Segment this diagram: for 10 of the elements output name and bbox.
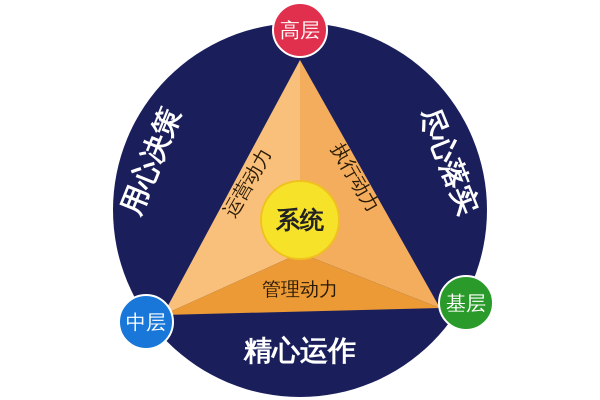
section-label: 管理动力 (262, 280, 338, 300)
ring-label: 精心运作 (244, 337, 356, 365)
center-label: 系统 (276, 208, 324, 232)
section-label: 执行动力 (328, 140, 382, 216)
section-label: 运营动力 (220, 145, 276, 221)
ring-label: 尽心落实 (415, 104, 483, 218)
level-label: 高层 (280, 20, 320, 40)
level-label: 基层 (446, 293, 486, 313)
ring-label: 用心决策 (117, 104, 185, 218)
level-label: 中层 (126, 312, 166, 332)
